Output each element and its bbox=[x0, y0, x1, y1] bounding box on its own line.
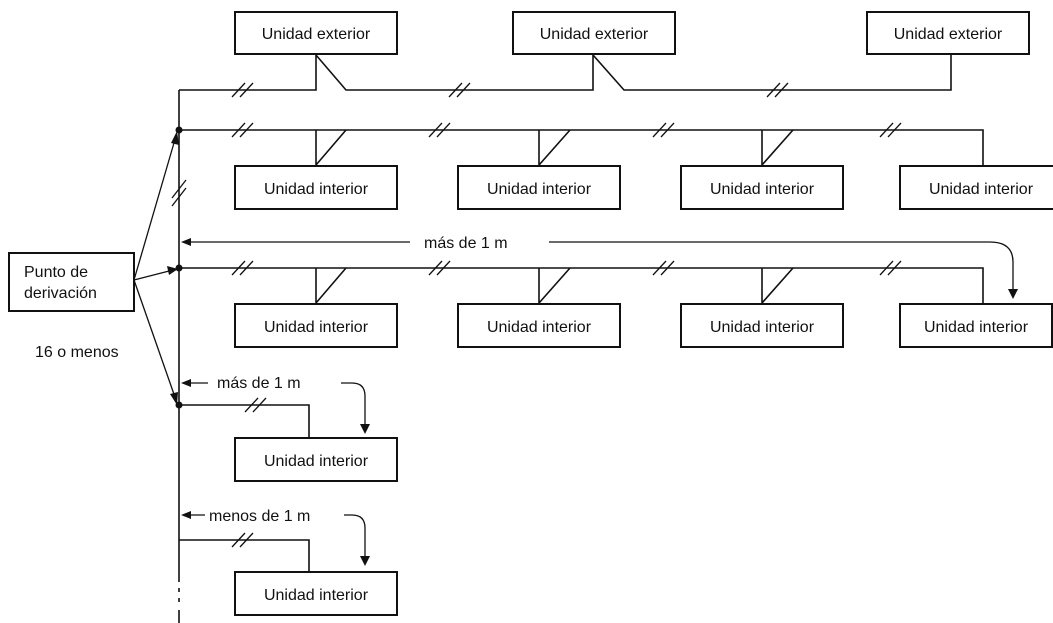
slash-mark bbox=[231, 82, 254, 98]
slash-mark bbox=[652, 122, 675, 138]
outdoor-unit-label: Unidad exterior bbox=[540, 26, 649, 43]
indoor-unit-r4-1: Unidad interior bbox=[234, 571, 398, 616]
slash-mark bbox=[231, 260, 254, 276]
junction-dot bbox=[175, 264, 183, 272]
indoor-unit-label: Unidad interior bbox=[487, 181, 592, 198]
indoor-unit-label: Unidad interior bbox=[264, 587, 369, 604]
indoor-wire-row-3 bbox=[179, 404, 310, 438]
indoor-unit-r1-3: Unidad interior bbox=[680, 165, 844, 210]
slash-mark bbox=[171, 179, 187, 207]
arrowhead bbox=[167, 266, 178, 275]
junction-dots bbox=[175, 126, 183, 409]
indoor-unit-r2-1: Unidad interior bbox=[234, 303, 398, 348]
arrowhead bbox=[170, 392, 178, 405]
arrowhead bbox=[181, 511, 191, 519]
indoor-unit-label: Unidad interior bbox=[929, 181, 1034, 198]
indoor-unit-label: Unidad interior bbox=[710, 319, 815, 336]
junction-dot bbox=[175, 126, 183, 134]
indoor-unit-label: Unidad interior bbox=[264, 319, 369, 336]
outdoor-unit-label: Unidad exterior bbox=[894, 26, 1003, 43]
indoor-unit-label: Unidad interior bbox=[924, 319, 1029, 336]
indoor-unit-r2-3: Unidad interior bbox=[680, 303, 844, 348]
distance-label-row3: más de 1 m bbox=[217, 375, 301, 392]
indoor-wire-row-1 bbox=[179, 129, 984, 168]
junction-dot bbox=[175, 401, 183, 409]
slash-mark bbox=[766, 82, 789, 98]
branch-point-label-line1: Punto de bbox=[24, 264, 88, 281]
slash-mark bbox=[428, 122, 451, 138]
indoor-unit-label: Unidad interior bbox=[264, 453, 369, 470]
arrowhead bbox=[181, 238, 191, 246]
arrowhead bbox=[1008, 289, 1018, 299]
distance-annotation-row3: más de 1 m bbox=[181, 375, 370, 434]
indoor-unit-label: Unidad interior bbox=[264, 181, 369, 198]
arrowhead bbox=[171, 131, 179, 145]
branch-fanout-arrows bbox=[133, 131, 179, 405]
distance-annotation-row2: más de 1 m bbox=[181, 235, 1018, 299]
branch-point-box: Punto de derivación bbox=[8, 252, 135, 312]
indoor-unit-r2-2: Unidad interior bbox=[457, 303, 621, 348]
distance-label-row2: más de 1 m bbox=[424, 235, 508, 252]
indoor-unit-r1-2: Unidad interior bbox=[457, 165, 621, 210]
indoor-unit-r3-1: Unidad interior bbox=[234, 437, 398, 482]
slash-mark bbox=[231, 532, 254, 548]
arrowhead bbox=[360, 556, 370, 566]
distance-label-row4: menos de 1 m bbox=[209, 508, 310, 525]
slash-mark bbox=[879, 260, 902, 276]
slash-mark bbox=[879, 122, 902, 138]
indoor-wire-row-4 bbox=[179, 539, 310, 572]
outdoor-unit-2: Unidad exterior bbox=[512, 11, 676, 55]
indoor-unit-r2-4: Unidad interior bbox=[899, 303, 1053, 348]
slash-mark bbox=[428, 260, 451, 276]
slash-mark bbox=[231, 122, 254, 138]
distance-annotation-row4: menos de 1 m bbox=[181, 508, 370, 566]
indoor-unit-r1-4: Unidad interior bbox=[899, 165, 1053, 210]
indoor-unit-label: Unidad interior bbox=[710, 181, 815, 198]
branch-count-note: 16 o menos bbox=[35, 344, 119, 361]
branch-point-label-line2: derivación bbox=[24, 285, 97, 302]
slash-mark bbox=[244, 397, 267, 413]
outdoor-unit-label: Unidad exterior bbox=[262, 26, 371, 43]
indoor-unit-r1-1: Unidad interior bbox=[234, 165, 398, 210]
indoor-wire-row-2 bbox=[179, 267, 984, 306]
outdoor-unit-3: Unidad exterior bbox=[866, 11, 1030, 55]
slash-mark bbox=[652, 260, 675, 276]
arrowhead bbox=[360, 424, 370, 434]
outdoor-wire bbox=[179, 52, 952, 91]
outdoor-unit-1: Unidad exterior bbox=[234, 11, 398, 55]
arrowhead bbox=[181, 379, 191, 387]
wire-slash-marks bbox=[171, 82, 902, 548]
indoor-unit-label: Unidad interior bbox=[487, 319, 592, 336]
slash-mark bbox=[448, 82, 471, 98]
